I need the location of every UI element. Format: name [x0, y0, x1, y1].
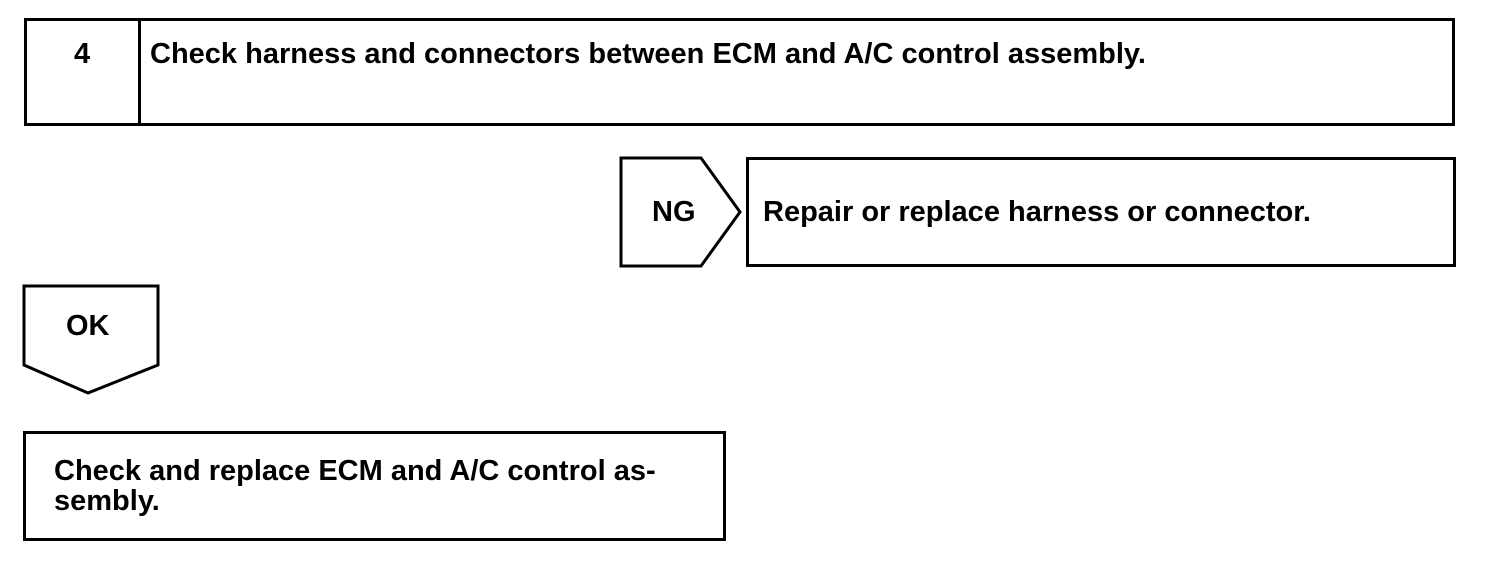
- ok-action-box: [23, 431, 726, 541]
- ng-label: NG: [652, 196, 696, 228]
- step-divider: [138, 21, 141, 123]
- ng-action-text: Repair or replace harness or connector.: [763, 196, 1311, 228]
- step-number: 4: [74, 38, 91, 70]
- ok-label: OK: [66, 310, 110, 342]
- ok-action-text-line1: Check and replace ECM and A/C control as…: [54, 455, 656, 487]
- step-box: [24, 18, 1455, 126]
- ng-action-box: [746, 157, 1456, 267]
- step-title: Check harness and connectors between ECM…: [150, 38, 1146, 70]
- ok-action-text-line2: sembly.: [54, 485, 160, 517]
